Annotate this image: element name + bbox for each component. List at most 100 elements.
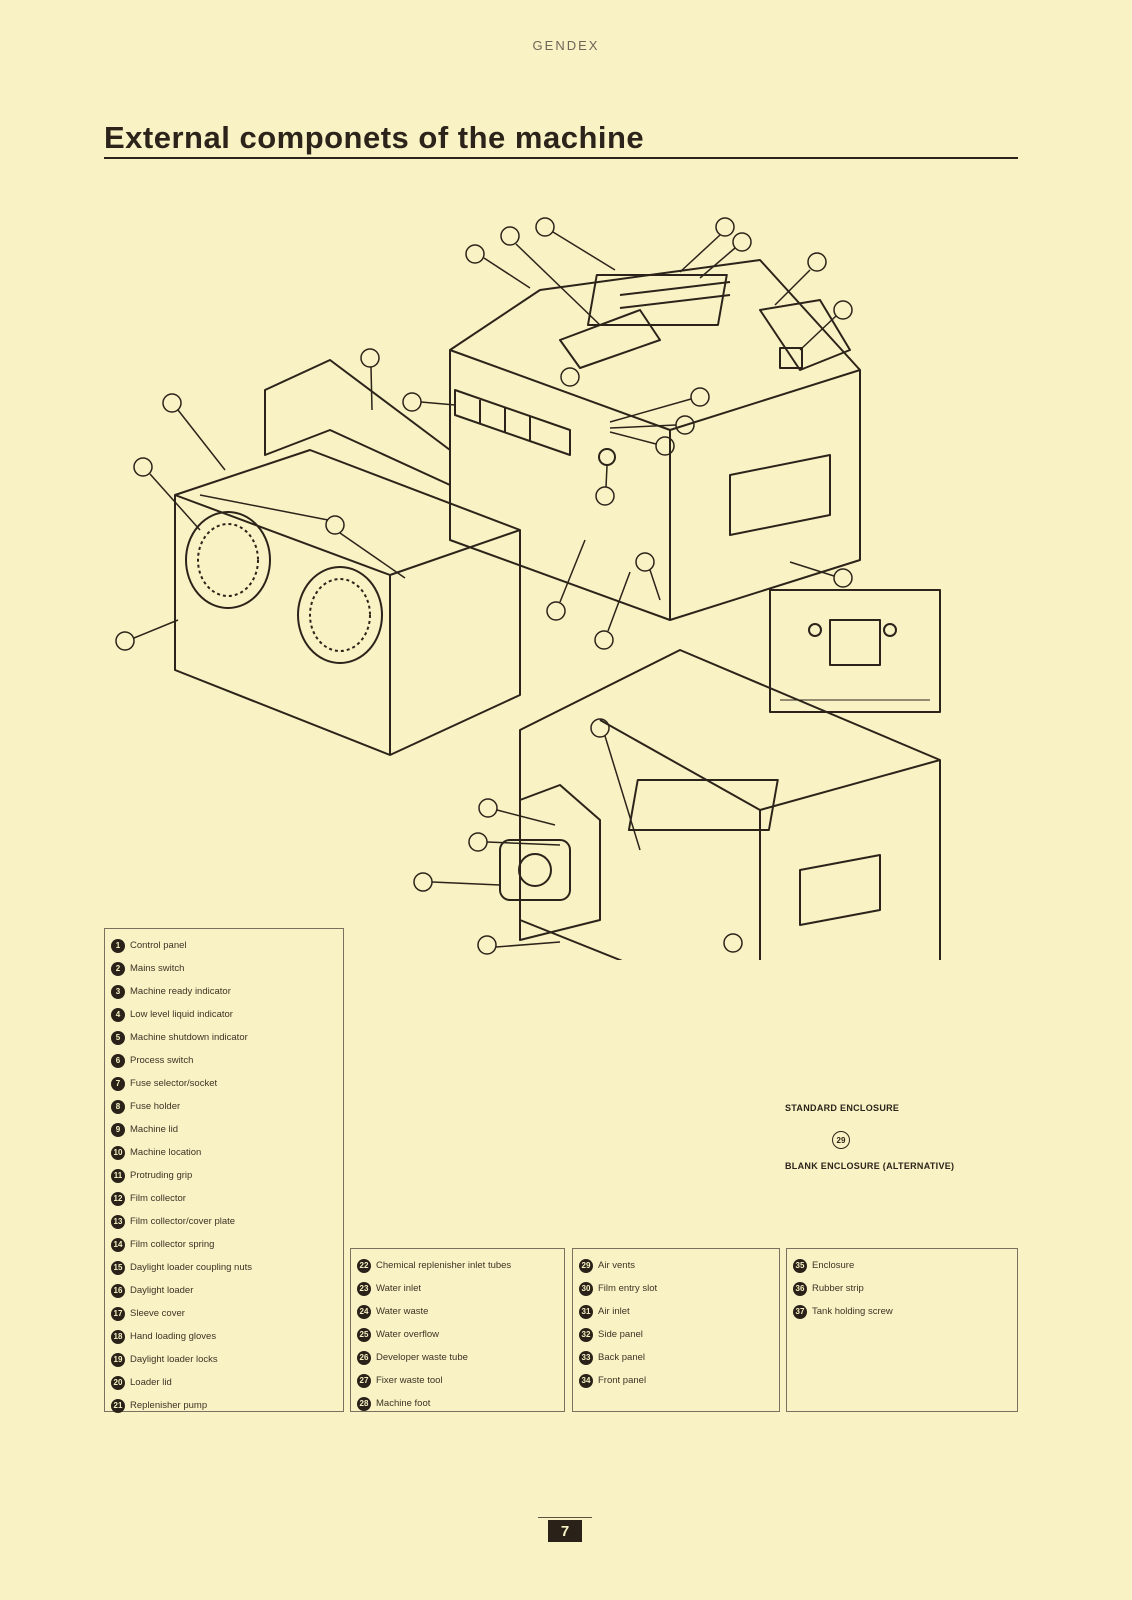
machine-illustration (115, 217, 941, 960)
legend-label: Machine foot (376, 1398, 431, 1409)
legend-item: 26 Developer waste tube (357, 1346, 558, 1369)
legend-label: Side panel (598, 1329, 643, 1340)
legend-number: 20 (111, 1375, 125, 1390)
legend-number: 12 (111, 1191, 125, 1206)
legend-item: 35 Enclosure (793, 1254, 1011, 1277)
legend-label: Front panel (598, 1375, 647, 1386)
legend-label: Process switch (130, 1055, 194, 1066)
legend-number: 33 (579, 1350, 593, 1365)
legend-label: Machine lid (130, 1124, 179, 1135)
legend-label: Water overflow (376, 1329, 439, 1340)
legend-label: Low level liquid indicator (130, 1009, 233, 1020)
legend-number: 25 (357, 1327, 371, 1342)
legend-number: 23 (357, 1281, 371, 1296)
legend-label: Machine location (130, 1147, 202, 1158)
legend-number: 35 (793, 1258, 807, 1273)
legend-label: Enclosure (812, 1260, 855, 1271)
legend-item: 10 Machine location (111, 1141, 337, 1164)
legend-label: Daylight loader locks (130, 1354, 218, 1365)
legend-label: Machine shutdown indicator (130, 1032, 248, 1043)
title-underline (104, 157, 1018, 159)
legend-item: 12 Film collector (111, 1187, 337, 1210)
legend-label: Fixer waste tool (376, 1375, 443, 1386)
legend-item: 28 Machine foot (357, 1392, 558, 1415)
legend-number: 30 (579, 1281, 593, 1296)
legend-item: 27 Fixer waste tool (357, 1369, 558, 1392)
legend-label: Film collector/cover plate (130, 1216, 236, 1227)
legend-number: 16 (111, 1283, 125, 1298)
legend-label: Machine ready indicator (130, 986, 231, 997)
legend-box-4: 35 Enclosure 36 Rubber strip 37 Tank holdin… (786, 1248, 1018, 1412)
legend-item: 3 Machine ready indicator (111, 980, 337, 1003)
legend-number: 9 (111, 1122, 125, 1137)
legend-label: Tank holding screw (812, 1306, 893, 1317)
legend-number: 26 (357, 1350, 371, 1365)
legend-number: 31 (579, 1304, 593, 1319)
legend-label: Mains switch (130, 963, 185, 974)
legend-label: Daylight loader coupling nuts (130, 1262, 252, 1273)
legend-label: Replenisher pump (130, 1400, 208, 1411)
legend-number: 21 (111, 1398, 125, 1413)
legend-item: 21 Replenisher pump (111, 1394, 337, 1417)
legend-item: 25 Water overflow (357, 1323, 558, 1346)
fuse-inset (769, 589, 941, 713)
legend-label: Film collector (130, 1193, 186, 1204)
legend-number: 34 (579, 1373, 593, 1388)
legend-number: 18 (111, 1329, 125, 1344)
legend-number: 29 (579, 1258, 593, 1273)
page-title: External componets of the machine (104, 120, 645, 155)
legend-item: 9 Machine lid (111, 1118, 337, 1141)
legend-label: Developer waste tube (376, 1352, 468, 1363)
legend-label: Sleeve cover (130, 1308, 185, 1319)
processor-rear-view (499, 649, 941, 960)
legend-label: Chemical replenisher inlet tubes (376, 1260, 512, 1271)
legend-item: 22 Chemical replenisher inlet tubes (357, 1254, 558, 1277)
legend-number: 10 (111, 1145, 125, 1160)
brand-header: GENDEX (532, 38, 600, 53)
page-number: 7 (548, 1520, 582, 1542)
legend-item: 15 Daylight loader coupling nuts (111, 1256, 337, 1279)
legend-label: Film entry slot (598, 1283, 658, 1294)
legend-item: 17 Sleeve cover (111, 1302, 337, 1325)
blank-enclosure-label: BLANK ENCLOSURE (ALTERNATIVE) (785, 1161, 955, 1171)
legend-number: 22 (357, 1258, 371, 1273)
legend-list-4: 35 Enclosure 36 Rubber strip 37 Tank holdin… (793, 1254, 1011, 1323)
legend-number: 5 (111, 1030, 125, 1045)
page-number-rule (538, 1517, 592, 1518)
legend-label: Film collector spring (130, 1239, 215, 1250)
legend-number: 15 (111, 1260, 125, 1275)
legend-item: 5 Machine shutdown indicator (111, 1026, 337, 1049)
legend-number: 19 (111, 1352, 125, 1367)
legend-number: 17 (111, 1306, 125, 1321)
legend-number: 36 (793, 1281, 807, 1296)
legend-item: 36 Rubber strip (793, 1277, 1011, 1300)
legend-label: Protruding grip (130, 1170, 193, 1181)
legend-number: 2 (111, 961, 125, 976)
legend-label: Rubber strip (812, 1283, 864, 1294)
legend-number: 27 (357, 1373, 371, 1388)
legend-number: 37 (793, 1304, 807, 1319)
legend-number: 3 (111, 984, 125, 999)
legend-item: 2 Mains switch (111, 957, 337, 980)
legend-number: 28 (357, 1396, 371, 1411)
